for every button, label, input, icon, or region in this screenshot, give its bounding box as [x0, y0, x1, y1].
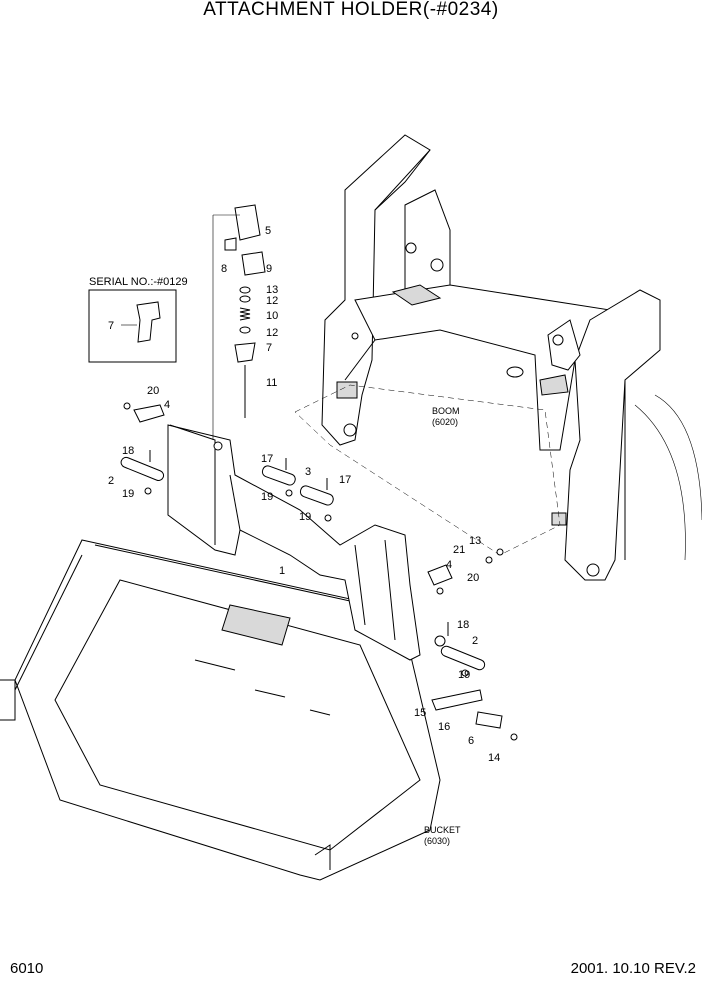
callout-20: 20	[467, 572, 479, 584]
callout-13: 13	[266, 284, 278, 296]
callout-4: 4	[446, 559, 452, 571]
bucket-assembly	[0, 539, 441, 881]
callout-6: 6	[468, 735, 474, 747]
callout-12: 12	[266, 295, 278, 307]
callout-18: 18	[457, 619, 469, 631]
serial-number-label: SERIAL NO.:-#0129	[89, 276, 188, 288]
boom-assembly	[294, 134, 702, 581]
callout-19: 19	[458, 669, 470, 681]
callout-8: 8	[221, 263, 227, 275]
page-title: ATTACHMENT HOLDER(-#0234)	[203, 0, 499, 20]
page-number: 6010	[10, 960, 44, 977]
callout-9: 9	[266, 263, 272, 275]
callout-3: 3	[305, 466, 311, 478]
callout-18: 18	[122, 445, 134, 457]
callout-20: 20	[147, 385, 159, 397]
callout-1: 1	[279, 565, 285, 577]
callout-17: 17	[261, 453, 273, 465]
callout-7: 7	[266, 342, 272, 354]
callout-19: 19	[122, 488, 134, 500]
callout-4: 4	[164, 399, 170, 411]
callout-21: 21	[453, 544, 465, 556]
callout-16: 16	[438, 721, 450, 733]
bucket-label: BUCKET	[424, 825, 461, 835]
callout-14: 14	[488, 752, 500, 764]
callout-19: 19	[299, 511, 311, 523]
callout-15: 15	[414, 707, 426, 719]
attachment-holder-frame	[167, 424, 446, 661]
callout-2: 2	[108, 475, 114, 487]
callout-12: 12	[266, 327, 278, 339]
serial-inset	[88, 289, 177, 363]
callout-11: 11	[266, 377, 277, 389]
callout-5: 5	[265, 225, 271, 237]
callout-2: 2	[472, 635, 478, 647]
bucket-ref: (6030)	[424, 836, 450, 846]
callout-17: 17	[339, 474, 351, 486]
inset-part-number: 7	[108, 320, 114, 332]
date-revision: 2001. 10.10 REV.2	[570, 960, 696, 977]
callout-10: 10	[266, 310, 278, 322]
callout-13: 13	[469, 535, 481, 547]
boom-label: BOOM	[432, 406, 460, 416]
callout-19: 19	[261, 491, 273, 503]
boom-ref: (6020)	[432, 417, 458, 427]
